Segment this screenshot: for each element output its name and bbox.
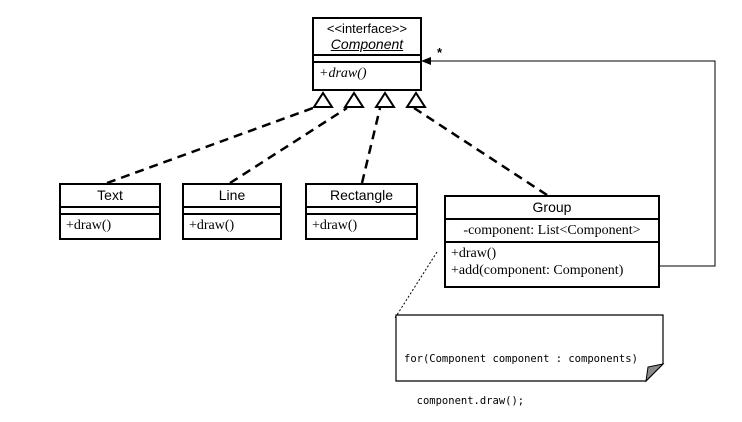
method-add: +add(component: Component) [451, 263, 624, 278]
attributes-compartment [61, 206, 159, 213]
method-draw: +draw() [307, 213, 416, 236]
attribute-component: -component: List<Component> [446, 218, 658, 241]
method-draw: +draw() [184, 213, 280, 236]
realization-text [106, 106, 314, 185]
class-name: Line [218, 187, 246, 203]
realization-line [229, 106, 348, 185]
association-arrowhead [421, 57, 431, 65]
interface-component[interactable]: <<interface>> Component +draw() [312, 17, 422, 91]
methods-compartment: +draw() +add(component: Component) [446, 241, 658, 279]
note-fold [645, 363, 665, 383]
realization-arrowhead [374, 91, 396, 108]
class-name: Rectangle [329, 187, 394, 203]
attributes-compartment [314, 54, 420, 61]
class-rectangle[interactable]: Rectangle +draw() [305, 183, 418, 240]
realization-group [413, 106, 548, 197]
note-line: for(Component component : components) [404, 353, 638, 365]
relationship-lines [106, 57, 716, 383]
realization-rectangle [360, 107, 382, 184]
interface-name: Component [330, 36, 404, 52]
attributes-compartment [184, 206, 280, 213]
method-draw: +draw() [451, 246, 497, 261]
association-line [428, 60, 716, 267]
stereotype-label: <<interface>> [326, 21, 408, 36]
class-group[interactable]: Group -component: List<Component> +draw(… [444, 195, 660, 288]
realization-arrowhead [312, 91, 334, 108]
method-draw: +draw() [61, 213, 159, 236]
note-content: for(Component component : components) co… [404, 324, 638, 422]
realization-arrowhead [343, 91, 365, 108]
attributes-compartment [307, 206, 416, 213]
class-name: Text [97, 187, 123, 203]
class-name: Group [532, 199, 572, 215]
multiplicity-label: * [437, 45, 443, 60]
note-connector [394, 251, 438, 319]
class-text[interactable]: Text +draw() [59, 183, 161, 240]
realization-arrowhead [405, 91, 427, 108]
class-line[interactable]: Line +draw() [182, 183, 282, 240]
method-draw: +draw() [314, 61, 420, 84]
note-line: component.draw(); [404, 395, 525, 407]
